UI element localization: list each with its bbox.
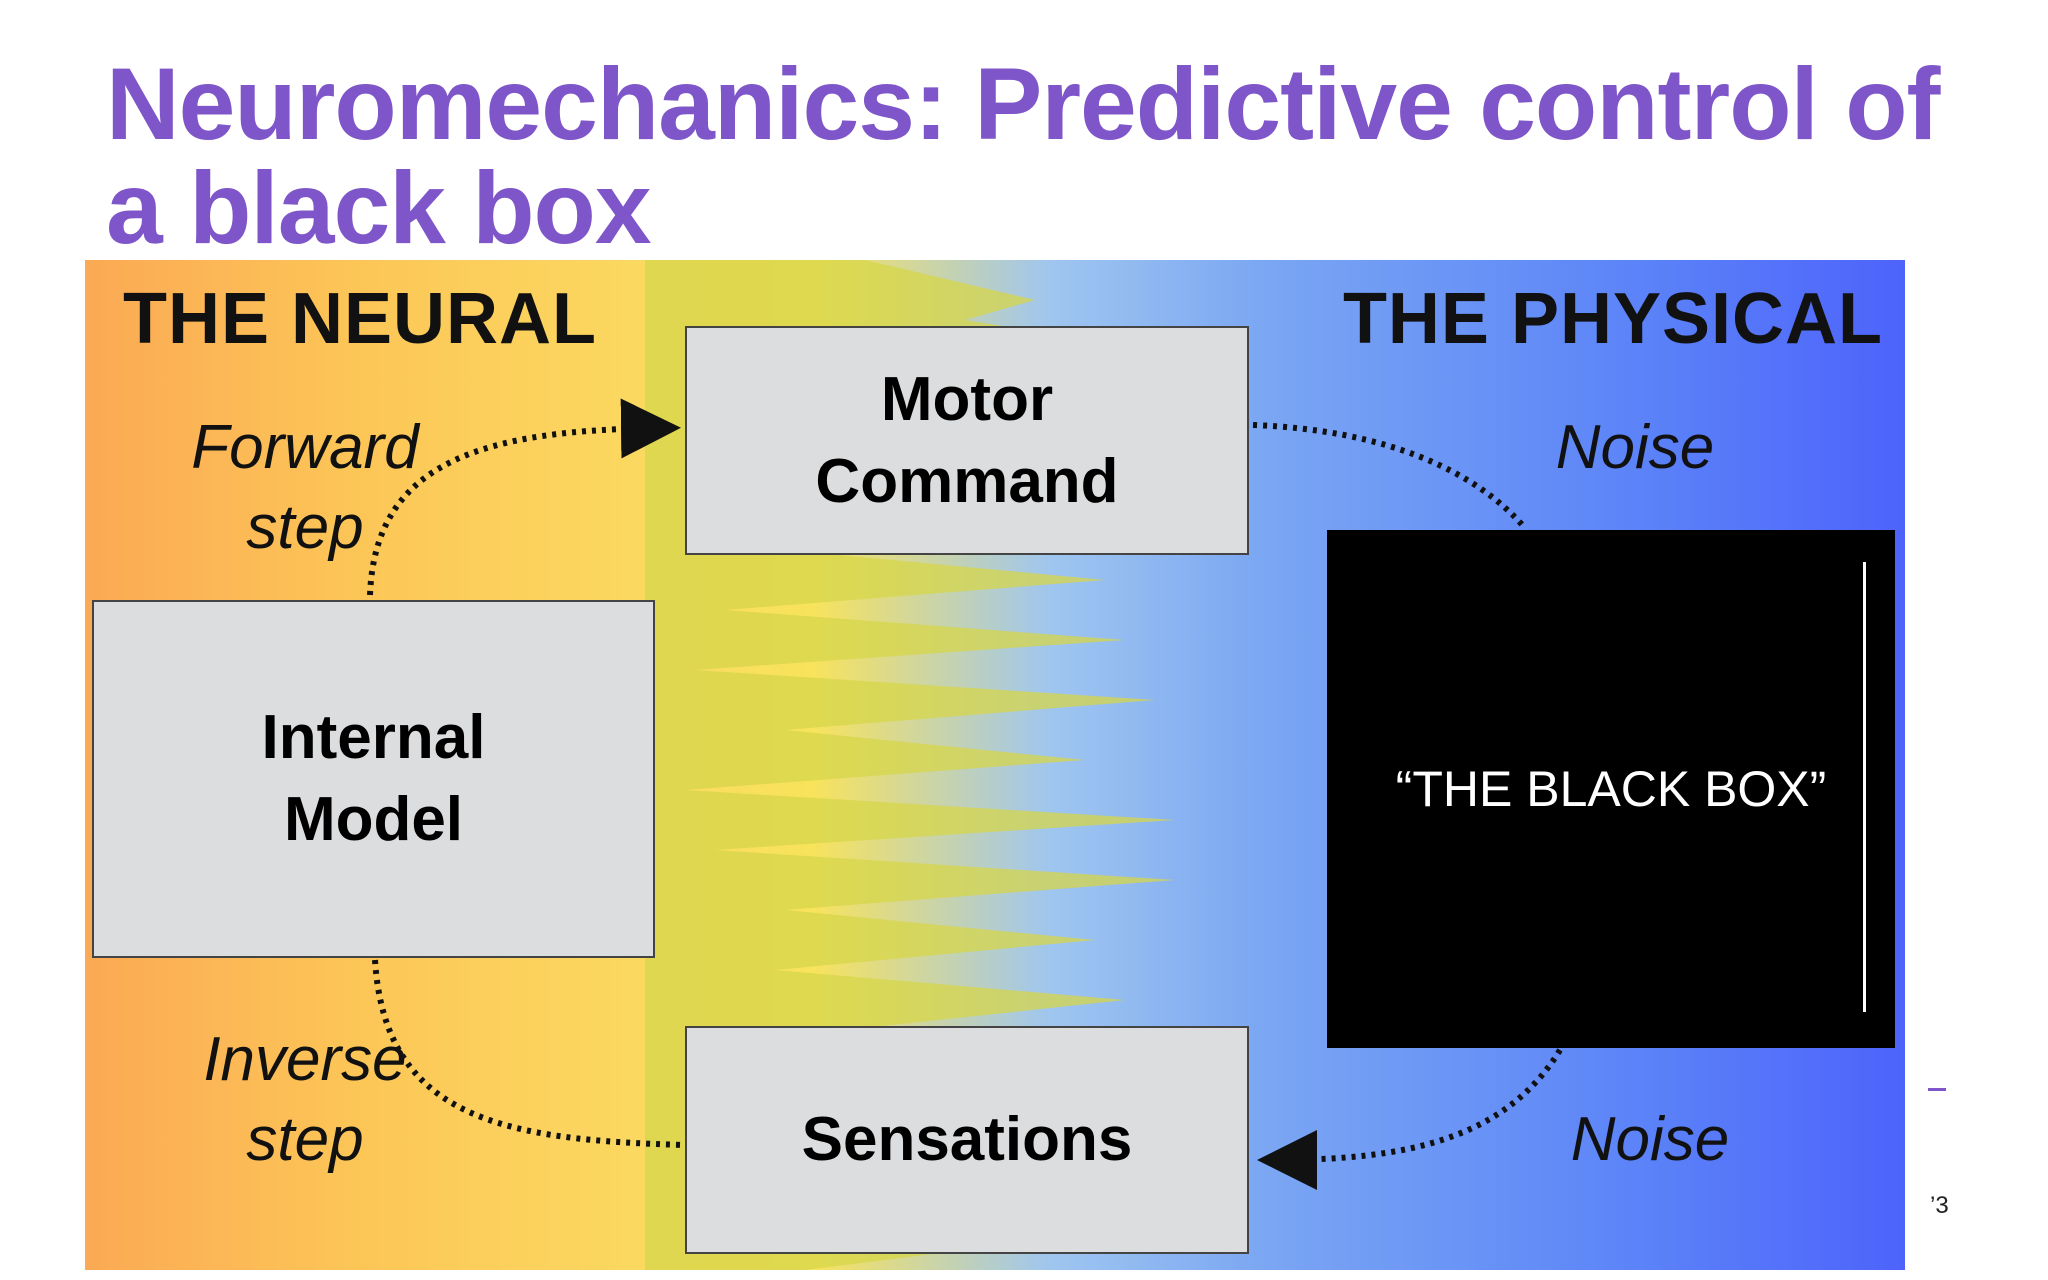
black-box-label: “THE BLACK BOX” xyxy=(1395,761,1827,817)
noise-top-arrow xyxy=(1252,422,1528,530)
motor-command-line-1: Motor xyxy=(880,364,1054,434)
neuromechanics-diagram: THE NEURAL THE PHYSICAL Forward step Inv… xyxy=(85,260,1905,1270)
internal-model-line-1: Internal xyxy=(261,703,486,772)
sensations-label: Sensations xyxy=(801,1105,1133,1174)
internal-model-line-2: Model xyxy=(283,785,464,854)
sensations-box: Sensations xyxy=(685,1026,1249,1254)
motor-command-line-2: Command xyxy=(815,446,1119,516)
inverse-step-line-1: Inverse xyxy=(203,1025,407,1094)
noise-top-label: Noise xyxy=(1555,413,1715,482)
flow-arrows xyxy=(367,398,1563,1190)
page-number-fragment: ’3 xyxy=(1930,1192,1949,1219)
motor-command-box: Motor Command xyxy=(685,326,1249,555)
inverse-step-label: Inverse step xyxy=(145,1020,465,1180)
forward-step-line-2: step xyxy=(246,493,364,562)
side-dash-mark xyxy=(1928,1088,1946,1091)
black-box-divider xyxy=(1863,562,1866,1012)
neural-region-label: THE NEURAL xyxy=(123,279,597,359)
forward-step-label: Forward step xyxy=(145,408,465,568)
noise-bottom-arrow xyxy=(1257,1048,1563,1190)
noise-bottom-label: Noise xyxy=(1570,1105,1730,1174)
forward-step-arrow xyxy=(367,398,681,596)
inverse-step-line-2: step xyxy=(246,1105,364,1174)
internal-model-box: Internal Model xyxy=(92,600,655,958)
slide-title: Neuromechanics: Predictive control of a … xyxy=(106,47,1940,265)
forward-step-line-1: Forward xyxy=(191,413,419,482)
physical-region-label: THE PHYSICAL xyxy=(1342,279,1883,359)
black-box: “THE BLACK BOX” xyxy=(1327,530,1895,1048)
